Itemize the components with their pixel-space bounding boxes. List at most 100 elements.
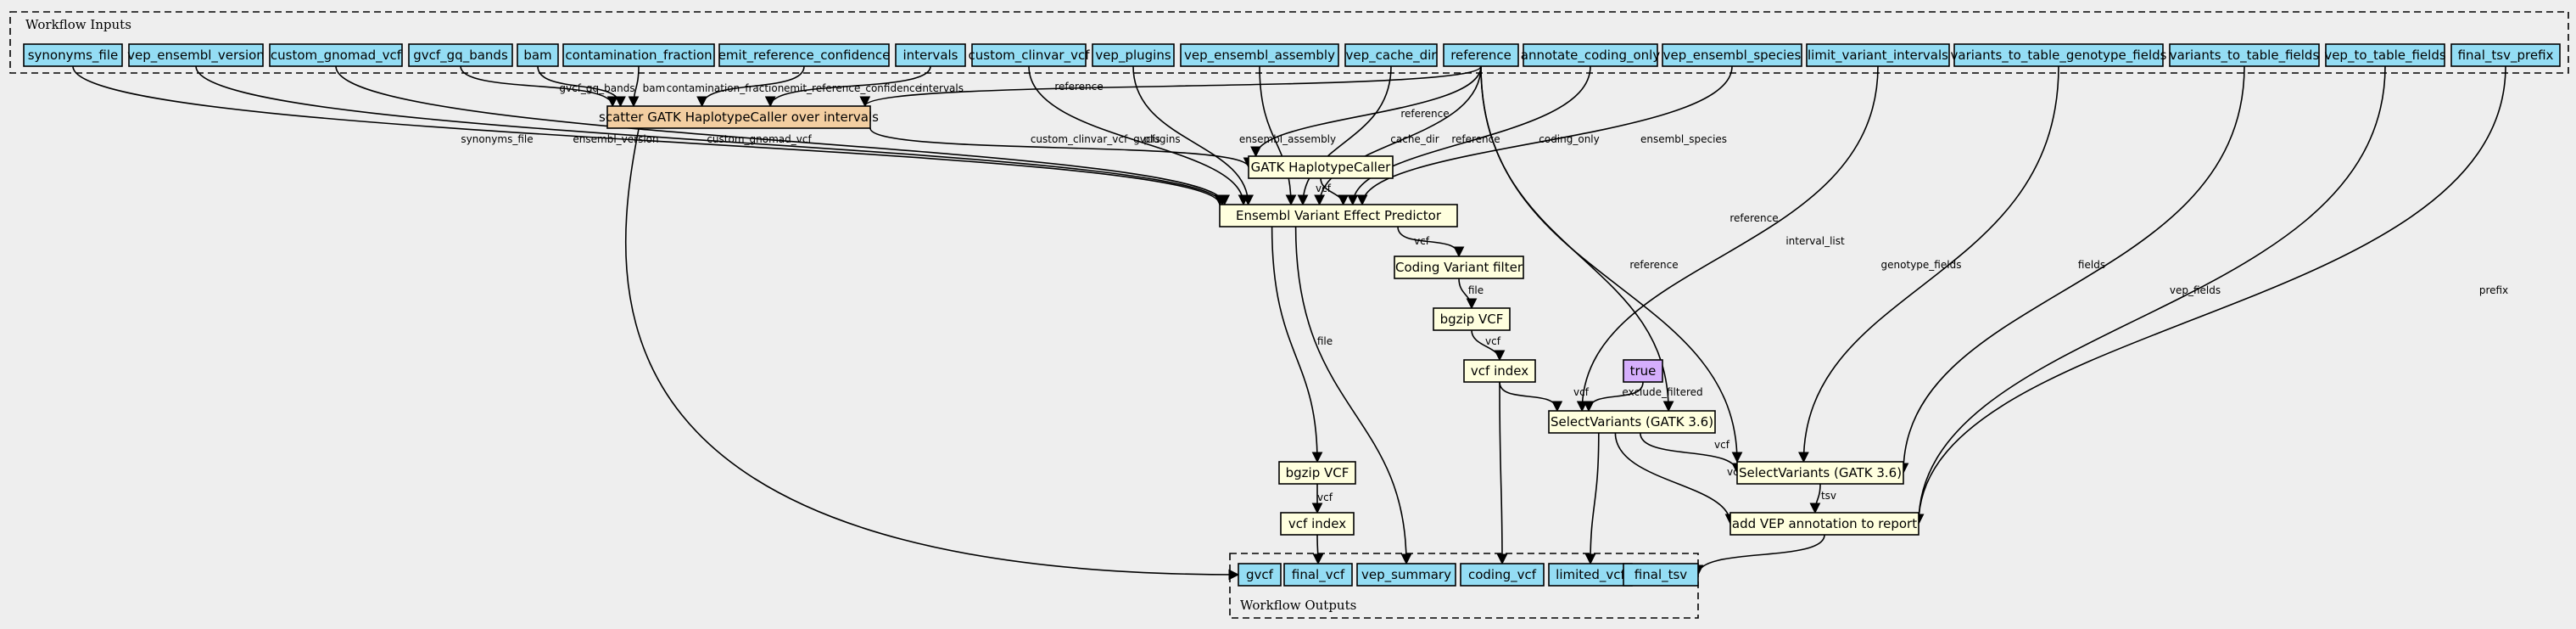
node-variants-to-table-genotype-fields[interactable]: variants_to_table_genotype_fields xyxy=(1951,43,2167,67)
edge-vep-plugins-to-vep xyxy=(1132,65,1254,206)
edge-select-variants-to-out-limited-vcf xyxy=(1584,432,1600,565)
edge-index-final-to-out-final-vcf xyxy=(1312,534,1324,565)
node-bgzip-coding[interactable]: bgzip VCF xyxy=(1433,307,1511,331)
node-box xyxy=(1180,43,1339,67)
node-box xyxy=(971,43,1087,67)
node-box xyxy=(1278,461,1356,485)
node-select-variants[interactable]: SelectVariants (GATK 3.6) xyxy=(1548,410,1716,434)
node-label: vep_ensembl_species xyxy=(1663,48,1802,64)
node-label: vep_cache_dir xyxy=(1346,48,1438,64)
edge-label: ensembl_species xyxy=(1640,133,1727,145)
edge-reference-to-gatk-hc xyxy=(1250,65,1482,158)
node-out-gvcf[interactable]: gvcf xyxy=(1238,563,1282,587)
node-variants-to-table[interactable]: SelectVariants (GATK 3.6) xyxy=(1736,461,1904,485)
node-emit-reference-confidence[interactable]: emit_reference_confidence xyxy=(718,43,891,67)
node-out-vep-summary[interactable]: vep_summary xyxy=(1356,563,1456,587)
node-vep-cache-dir[interactable]: vep_cache_dir xyxy=(1344,43,1438,67)
node-bam[interactable]: bam xyxy=(517,43,559,67)
node-reference[interactable]: reference xyxy=(1443,43,1519,67)
edge-label: reference xyxy=(1451,133,1500,145)
edge-intervals-to-scatter-hc xyxy=(764,65,931,108)
edge-label: prefix xyxy=(2479,284,2508,296)
edge-index-coding-to-select-variants xyxy=(1499,381,1563,413)
node-add-vep-report[interactable]: add VEP annotation to report xyxy=(1729,512,1919,536)
node-label: GATK HaplotypeCaller xyxy=(1251,160,1392,175)
node-box xyxy=(1953,43,2164,67)
node-label: gvcf xyxy=(1246,567,1274,582)
edge-label: reference xyxy=(1629,259,1678,271)
node-box xyxy=(1280,512,1355,536)
node-box xyxy=(1463,359,1536,383)
node-out-limited-vcf[interactable]: limited_vcf xyxy=(1548,563,1633,587)
node-box xyxy=(1443,43,1519,67)
node-vep-ensembl-species[interactable]: vep_ensembl_species xyxy=(1662,43,1802,67)
edge-label: cache_dir xyxy=(1390,133,1439,145)
edge-bam-to-scatter-hc xyxy=(537,65,626,108)
node-vep-ensembl-version[interactable]: vep_ensembl_version xyxy=(127,43,265,67)
node-gatk-hc[interactable]: GATK HaplotypeCaller xyxy=(1248,155,1394,179)
edge-annotate-coding-only-to-vep xyxy=(1347,65,1591,206)
node-final-tsv-prefix[interactable]: final_tsv_prefix xyxy=(2450,43,2561,67)
edge-label: gvcf_gq_bands xyxy=(559,82,634,94)
edge-label: file xyxy=(1468,284,1484,296)
node-box xyxy=(23,43,123,67)
node-out-coding-vcf[interactable]: coding_vcf xyxy=(1460,563,1545,587)
node-limit-variant-intervals[interactable]: limit_variant_intervals xyxy=(1806,43,1950,67)
node-label: emit_reference_confidence xyxy=(718,48,891,64)
edge-label: intervals xyxy=(919,82,964,94)
node-label: SelectVariants (GATK 3.6) xyxy=(1551,414,1713,430)
edge-label: exclude_filtered xyxy=(1622,386,1702,398)
edge-vep-to-coding-filter xyxy=(1397,226,1465,258)
node-scatter-hc[interactable]: scatter GATK HaplotypeCaller over interv… xyxy=(599,105,879,129)
node-box xyxy=(1460,563,1545,587)
node-box xyxy=(1433,307,1511,331)
edge-bgzip-coding-to-index-coding xyxy=(1471,329,1506,362)
edge-label: custom_gnomad_vcf xyxy=(707,133,812,145)
node-index-coding[interactable]: vcf index xyxy=(1463,359,1536,383)
workflow-inputs-cluster: Workflow Inputs xyxy=(9,11,2569,74)
node-variants-to-table-fields[interactable]: variants_to_table_fields xyxy=(2169,43,2320,67)
node-vep-ensembl-assembly[interactable]: vep_ensembl_assembly xyxy=(1180,43,1339,67)
node-box xyxy=(517,43,559,67)
node-contamination-fraction[interactable]: contamination_fraction xyxy=(562,43,715,67)
node-out-final-tsv[interactable]: final_tsv xyxy=(1623,563,1699,587)
node-custom-clinvar-vcf[interactable]: custom_clinvar_vcf xyxy=(969,43,1091,67)
node-bgzip-final[interactable]: bgzip VCF xyxy=(1278,461,1356,485)
edge-label: gvcfs xyxy=(1133,133,1160,145)
edge-reference-to-vep xyxy=(1314,65,1482,206)
edge-index-coding-to-out-coding-vcf xyxy=(1496,381,1508,565)
node-index-final[interactable]: vcf index xyxy=(1280,512,1355,536)
node-label: custom_clinvar_vcf xyxy=(969,48,1091,64)
node-label: add VEP annotation to report xyxy=(1732,516,1917,531)
node-box xyxy=(2325,43,2445,67)
node-gvcf-gq-bands[interactable]: gvcf_gq_bands xyxy=(408,43,513,67)
edge-reference-to-variants-to-table xyxy=(1480,65,1743,463)
node-box xyxy=(1548,410,1716,434)
edge-scatter-hc-to-gatk-hc xyxy=(869,127,1254,169)
edge-vep-ensembl-species-to-vep xyxy=(1356,65,1733,206)
edge-variants-to-table-fields-to-variants-to-table xyxy=(1897,65,2245,475)
node-label: SelectVariants (GATK 3.6) xyxy=(1739,465,1902,480)
node-vep-to-table-fields[interactable]: vep_to_table_fields xyxy=(2324,43,2446,67)
edge-variants-to-table-genotype-fields-to-variants-to-table xyxy=(1798,65,2059,463)
node-vep-plugins[interactable]: vep_plugins xyxy=(1092,43,1175,67)
edge-label: vcf xyxy=(1316,183,1332,194)
node-box xyxy=(562,43,715,67)
edge-label: synonyms_file xyxy=(461,133,533,145)
node-intervals[interactable]: intervals xyxy=(895,43,966,67)
node-vep[interactable]: Ensembl Variant Effect Predictor xyxy=(1219,204,1458,227)
node-annotate-coding-only[interactable]: annotate_coding_only xyxy=(1521,43,1661,67)
node-synonyms-file[interactable]: synonyms_file xyxy=(23,43,123,67)
node-label: contamination_fraction xyxy=(565,48,712,64)
node-out-final-vcf[interactable]: final_vcf xyxy=(1283,563,1353,587)
node-true-const[interactable]: true xyxy=(1623,359,1663,383)
node-label: synonyms_file xyxy=(28,48,119,64)
edge-final-tsv-prefix-to-add-vep-report xyxy=(1913,65,2506,525)
node-coding-filter[interactable]: Coding Variant filter xyxy=(1394,256,1524,279)
node-label: vep_ensembl_assembly xyxy=(1184,48,1335,64)
node-custom-gnomad-vcf[interactable]: custom_gnomad_vcf xyxy=(269,43,403,67)
node-label: vep_plugins xyxy=(1095,48,1171,64)
edge-label: custom_clinvar_vcf xyxy=(1031,133,1128,145)
edge-custom-gnomad-vcf-to-vep xyxy=(335,65,1230,206)
node-label: vep_ensembl_version xyxy=(127,48,265,64)
